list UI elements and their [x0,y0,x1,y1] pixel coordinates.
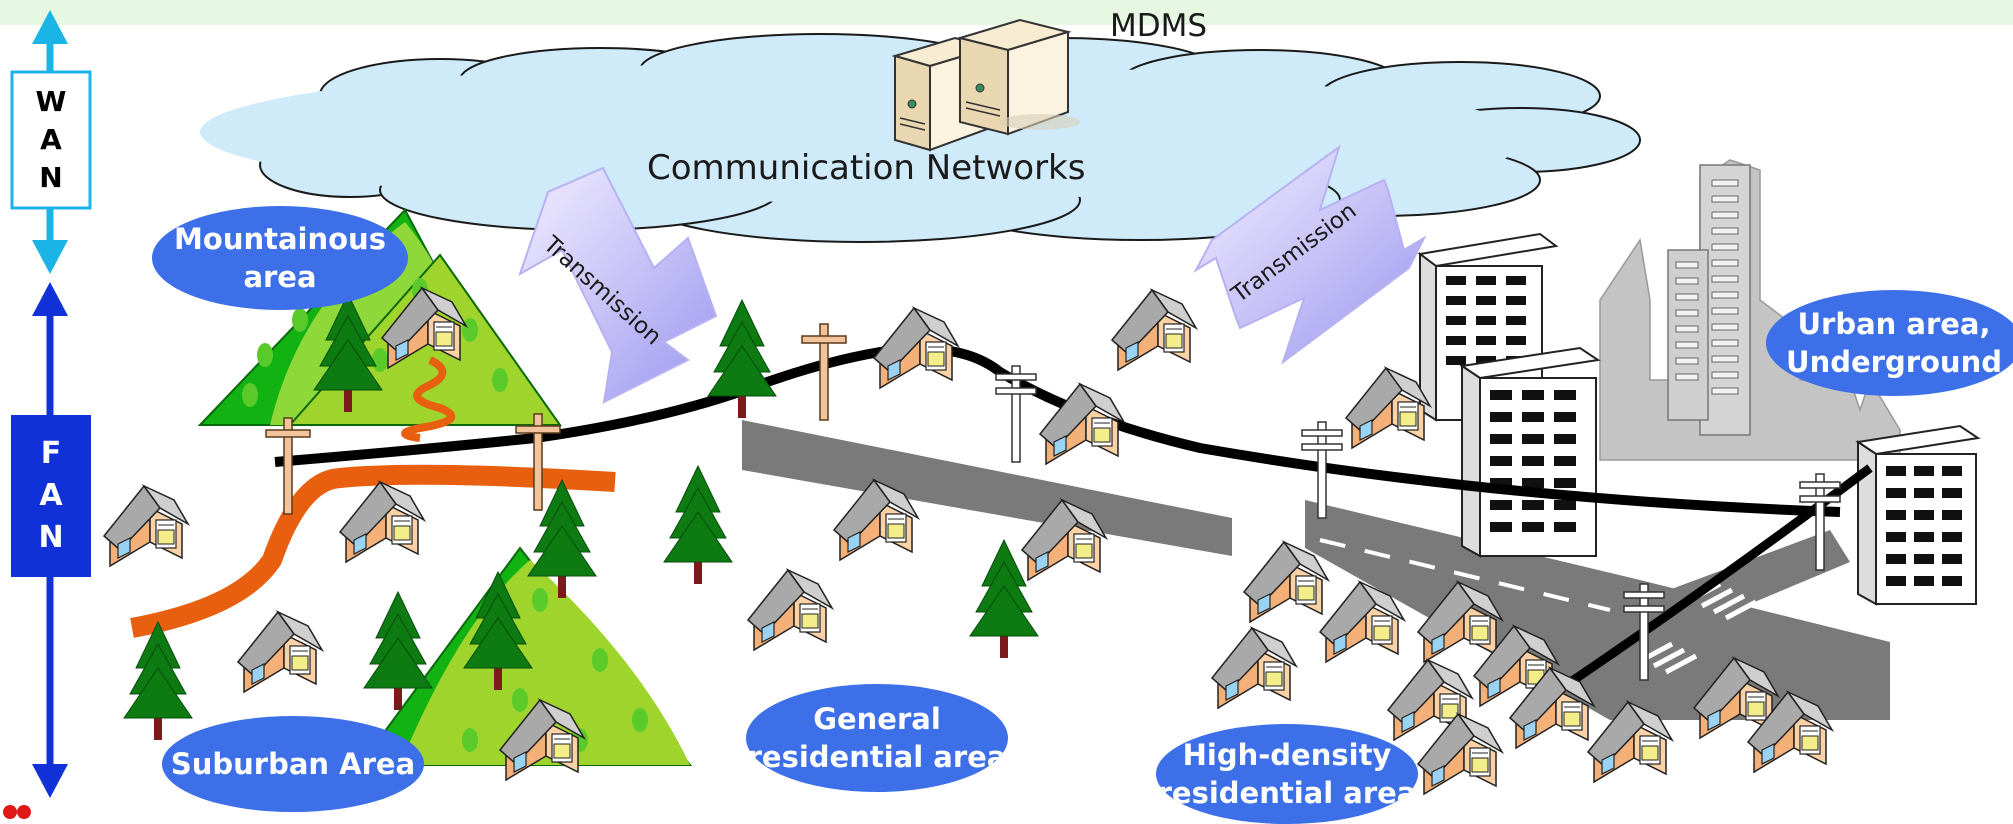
area-label-line: area [243,260,317,294]
area-label-line: residential area [1157,776,1417,810]
fan-letter: N [38,520,64,555]
area-label-line: Underground [1786,345,2002,379]
area-label-urban: Urban area, Underground [1766,290,2013,396]
corner-mark [3,805,31,819]
fan-label: F A N [12,430,90,562]
area-label-line: Urban area, [1797,307,1991,341]
wan-letter: W [35,85,67,118]
building-2 [1459,346,1601,558]
mountain-road [401,356,456,442]
mdms-label: MDMS [1110,8,1208,44]
server-icon [891,18,1080,152]
wan-label: W A N [12,80,90,200]
area-label-mountainous: Mountainous area [152,206,408,310]
fan-letter: F [40,436,62,471]
area-label-line: Mountainous [174,222,386,256]
cloud-label: Communication Networks [647,148,1086,188]
road-general [742,420,1232,556]
area-label-line: High-density [1182,738,1392,772]
area-label-line: Suburban Area [170,747,416,781]
transmission-arrow-right [1193,144,1427,365]
fan-letter: A [39,478,63,513]
fan-box [11,415,91,577]
road-cross [1615,530,1850,650]
area-label-suburban: Suburban Area [162,716,424,812]
river [130,464,616,638]
area-label-line: residential area [747,740,1007,774]
area-label-general: General residential area [746,684,1008,792]
area-label-high-density: High-density residential area [1156,724,1418,824]
cloud-fill [200,62,1520,202]
area-label-line: General [813,702,941,736]
transmission-arrow-left [518,166,718,404]
building-3 [1855,424,1981,606]
wan-box [10,70,92,210]
wan-letter: N [39,161,63,194]
top-band [0,0,2013,25]
wan-letter: A [40,123,62,156]
